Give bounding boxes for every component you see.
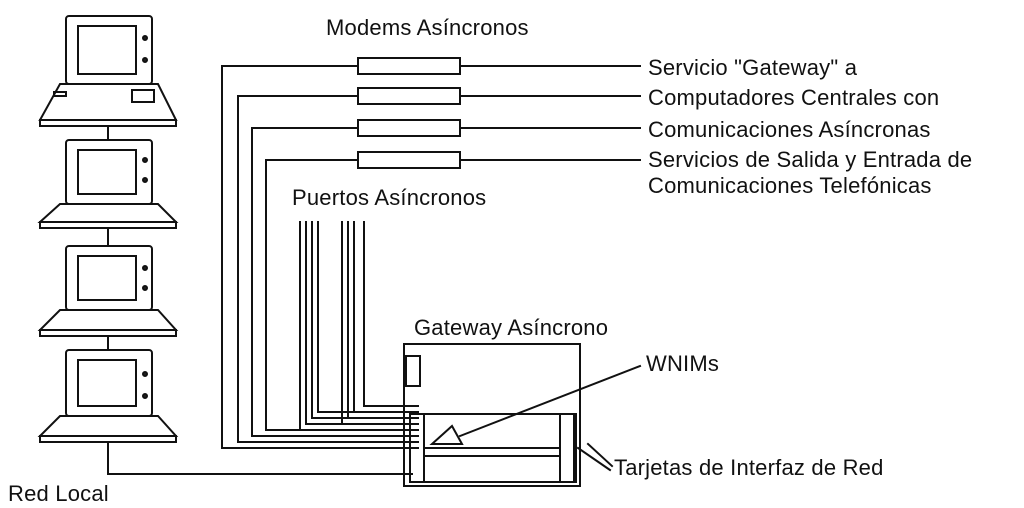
modem-4 xyxy=(357,151,461,169)
wnim-module-icon xyxy=(429,424,464,445)
wnims-label: WNIMs xyxy=(646,351,720,376)
wnims-pointer xyxy=(458,364,642,438)
nic-pointer xyxy=(576,442,614,472)
service-label-line-2: Computadores Centrales con xyxy=(648,85,940,110)
service-label-line-3: Comunicaciones Asíncronas xyxy=(648,117,931,142)
service-label-line-1: Servicio "Gateway" a xyxy=(648,55,858,80)
workstation-2 xyxy=(37,139,179,229)
modem-3 xyxy=(357,119,461,137)
async-gateway xyxy=(403,343,581,487)
async-port-lines xyxy=(299,221,419,431)
service-label-line-4: Servicios de Salida y Entrada de xyxy=(648,147,973,172)
nic-label: Tarjetas de Interfaz de Red xyxy=(614,455,884,480)
gateway-label: Gateway Asíncrono xyxy=(414,315,609,340)
modem-1 xyxy=(357,57,461,75)
modems-label: Modems Asíncronos xyxy=(326,15,529,40)
workstation-3 xyxy=(37,245,179,337)
workstation-4 xyxy=(37,349,179,443)
modem-2 xyxy=(357,87,461,105)
lan-label: Red Local xyxy=(8,481,109,506)
workstation-1 xyxy=(38,15,178,127)
ports-label: Puertos Asíncronos xyxy=(292,185,487,210)
service-label-line-5: Comunicaciones Telefónicas xyxy=(648,173,932,198)
gateway-status-module xyxy=(405,355,421,387)
lan-cable xyxy=(107,441,413,475)
